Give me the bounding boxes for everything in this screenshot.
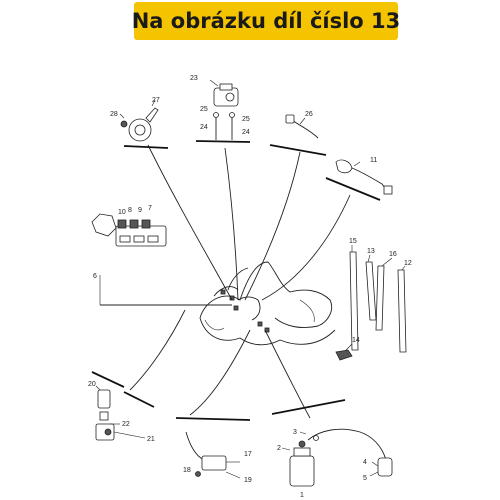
callout-8: 8 [128, 207, 132, 214]
part-number-banner: Na obrázku díl číslo 13 [131, 2, 401, 40]
callout-3: 3 [293, 429, 297, 436]
group-brackets [91, 140, 381, 421]
callout-10: 10 [118, 209, 126, 216]
connector-harness-11 [335, 159, 393, 195]
callout-7: 7 [148, 205, 152, 212]
callout-27: 27 [152, 97, 160, 104]
clip-14 [335, 343, 353, 361]
scooter-frame-outline [199, 261, 336, 346]
callout-5: 5 [363, 475, 367, 482]
callout-24: 24 [200, 124, 208, 131]
callout-11: 11 [370, 157, 377, 164]
banner-text: Na obrázku díl číslo 13 [131, 9, 401, 33]
callout-16: 16 [389, 251, 397, 258]
callout-21: 21 [147, 436, 155, 443]
callout-25: 25 [242, 116, 250, 123]
callout-25: 25 [200, 106, 208, 113]
callout-22: 22 [122, 421, 130, 428]
starter-relay-assembly [209, 79, 239, 140]
callout-20: 20 [88, 381, 96, 388]
connector-lead-26 [285, 114, 319, 139]
relay-group-left [95, 385, 146, 441]
callout-28: 28 [110, 111, 118, 118]
callout-15: 15 [349, 238, 357, 245]
callout-26: 26 [305, 111, 313, 118]
callout-1: 1 [300, 492, 304, 499]
callout-23: 23 [190, 75, 198, 82]
callout-13: 13 [367, 248, 375, 255]
callout-labels: 28 27 23 25 25 24 24 26 11 10 8 9 7 6 15… [88, 75, 412, 499]
callout-6: 6 [93, 273, 97, 280]
callout-9: 9 [138, 207, 142, 214]
connector-node [233, 305, 239, 311]
callout-4: 4 [363, 459, 367, 466]
fuse-box-assembly [91, 213, 167, 305]
cable-straps [349, 245, 407, 353]
connector-node [220, 289, 226, 295]
connector-node [257, 321, 263, 327]
callout-17: 17 [244, 451, 252, 458]
callout-2: 2 [277, 445, 281, 452]
callout-14: 14 [352, 337, 360, 344]
callout-18: 18 [183, 467, 191, 474]
ignition-coil-assembly [281, 428, 393, 487]
horn-assembly [119, 99, 159, 142]
callout-24: 24 [242, 129, 250, 136]
wire-runs [100, 144, 351, 419]
sensor-assembly [185, 431, 241, 479]
callout-12: 12 [404, 260, 412, 267]
callout-19: 19 [244, 477, 252, 484]
